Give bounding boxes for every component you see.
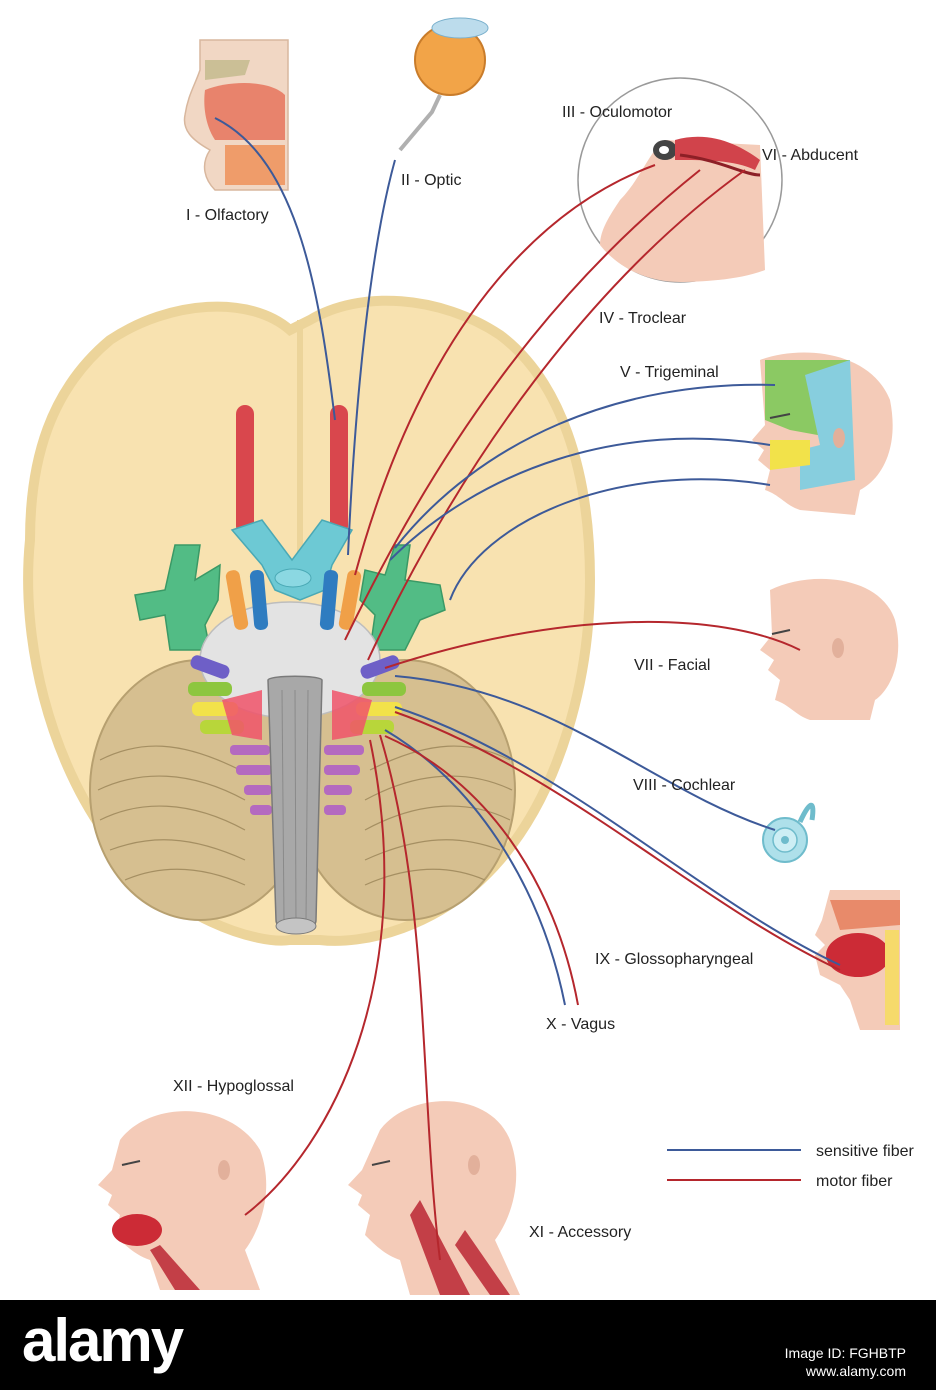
fiber-glossopharyngeal-motor [394,711,841,971]
label-hypoglossal: XII - Hypoglossal [173,1078,294,1095]
fiber-olfactory [214,117,336,421]
legend: sensitive fiber motor fiber [667,1143,914,1190]
label-trigeminal: V - Trigeminal [620,364,719,381]
fiber-optic [347,159,396,556]
head-facial-icon [760,578,899,720]
cerebellum-folia [97,745,513,886]
fiber-trigeminal-3 [449,478,771,601]
root-vagus-left [222,690,262,740]
root-oculomotor-left [225,570,249,630]
cranial-nerves-diagram: I - Olfactory II - Optic III - Oculomoto… [23,17,914,1295]
brainstem [267,675,323,935]
olfactory-bulb-right [330,405,348,535]
label-troclear: IV - Troclear [599,310,687,327]
watermark-bar [0,1300,936,1390]
nerve-fibers [214,117,841,1261]
root-vagus-right [332,690,372,740]
watermark-image-id: Image ID: FGHBTP [784,1345,906,1361]
temporal-lobe-right [359,544,446,651]
root-hypoglossal-accessory [230,745,364,815]
fiber-abducent [367,169,746,661]
label-accessory: XI - Accessory [529,1224,631,1241]
eyeball-icon [398,17,489,152]
legend-sensitive-label: sensitive fiber [816,1143,914,1160]
label-optic: II - Optic [401,172,461,189]
fiber-oculomotor [354,164,656,576]
head-trigeminal-icon [752,352,893,515]
throat-section-icon [815,890,900,1030]
olfactory-bulb-left [236,405,254,535]
head-hypoglossal-icon [98,1111,267,1290]
root-facial-left [188,682,232,696]
root-trigeminal-right [360,655,400,679]
fiber-glossopharyngeal-sensory [394,706,841,966]
label-vagus: X - Vagus [546,1016,615,1033]
fiber-vagus-motor [384,735,579,1006]
fiber-troclear [344,169,701,641]
root-oculomotor-right [338,570,362,630]
label-glossopharyngeal: IX - Glossopharyngeal [595,951,753,968]
label-abducent: VI - Abducent [762,147,859,164]
fiber-trigeminal-1 [394,383,776,549]
watermark-brand-logo: alamy [22,1307,184,1374]
olfactory-bulbs [236,405,348,535]
root-optic-right [319,570,339,630]
label-cochlear: VIII - Cochlear [633,777,736,794]
fiber-cochlear [394,675,776,831]
watermark-info: Image ID: FGHBTP www.alamy.com [785,1344,906,1380]
label-oculomotor: III - Oculomotor [562,104,673,121]
legend-motor-label: motor fiber [816,1173,893,1190]
nose-cross-section-icon [183,39,289,191]
cochlea-icon [762,802,816,863]
fiber-accessory [379,734,441,1261]
root-facial-right [362,682,406,696]
label-olfactory: I - Olfactory [186,207,269,224]
label-facial: VII - Facial [634,657,710,674]
root-trigeminal-left [190,655,230,679]
fiber-trigeminal-2 [389,437,771,561]
fiber-hypoglossal [244,739,386,1216]
nerve-roots [188,570,406,815]
root-optic-left [249,570,269,630]
fiber-facial [384,621,801,669]
watermark-site: www.alamy.com [805,1363,906,1379]
optic-chiasm [230,519,354,601]
